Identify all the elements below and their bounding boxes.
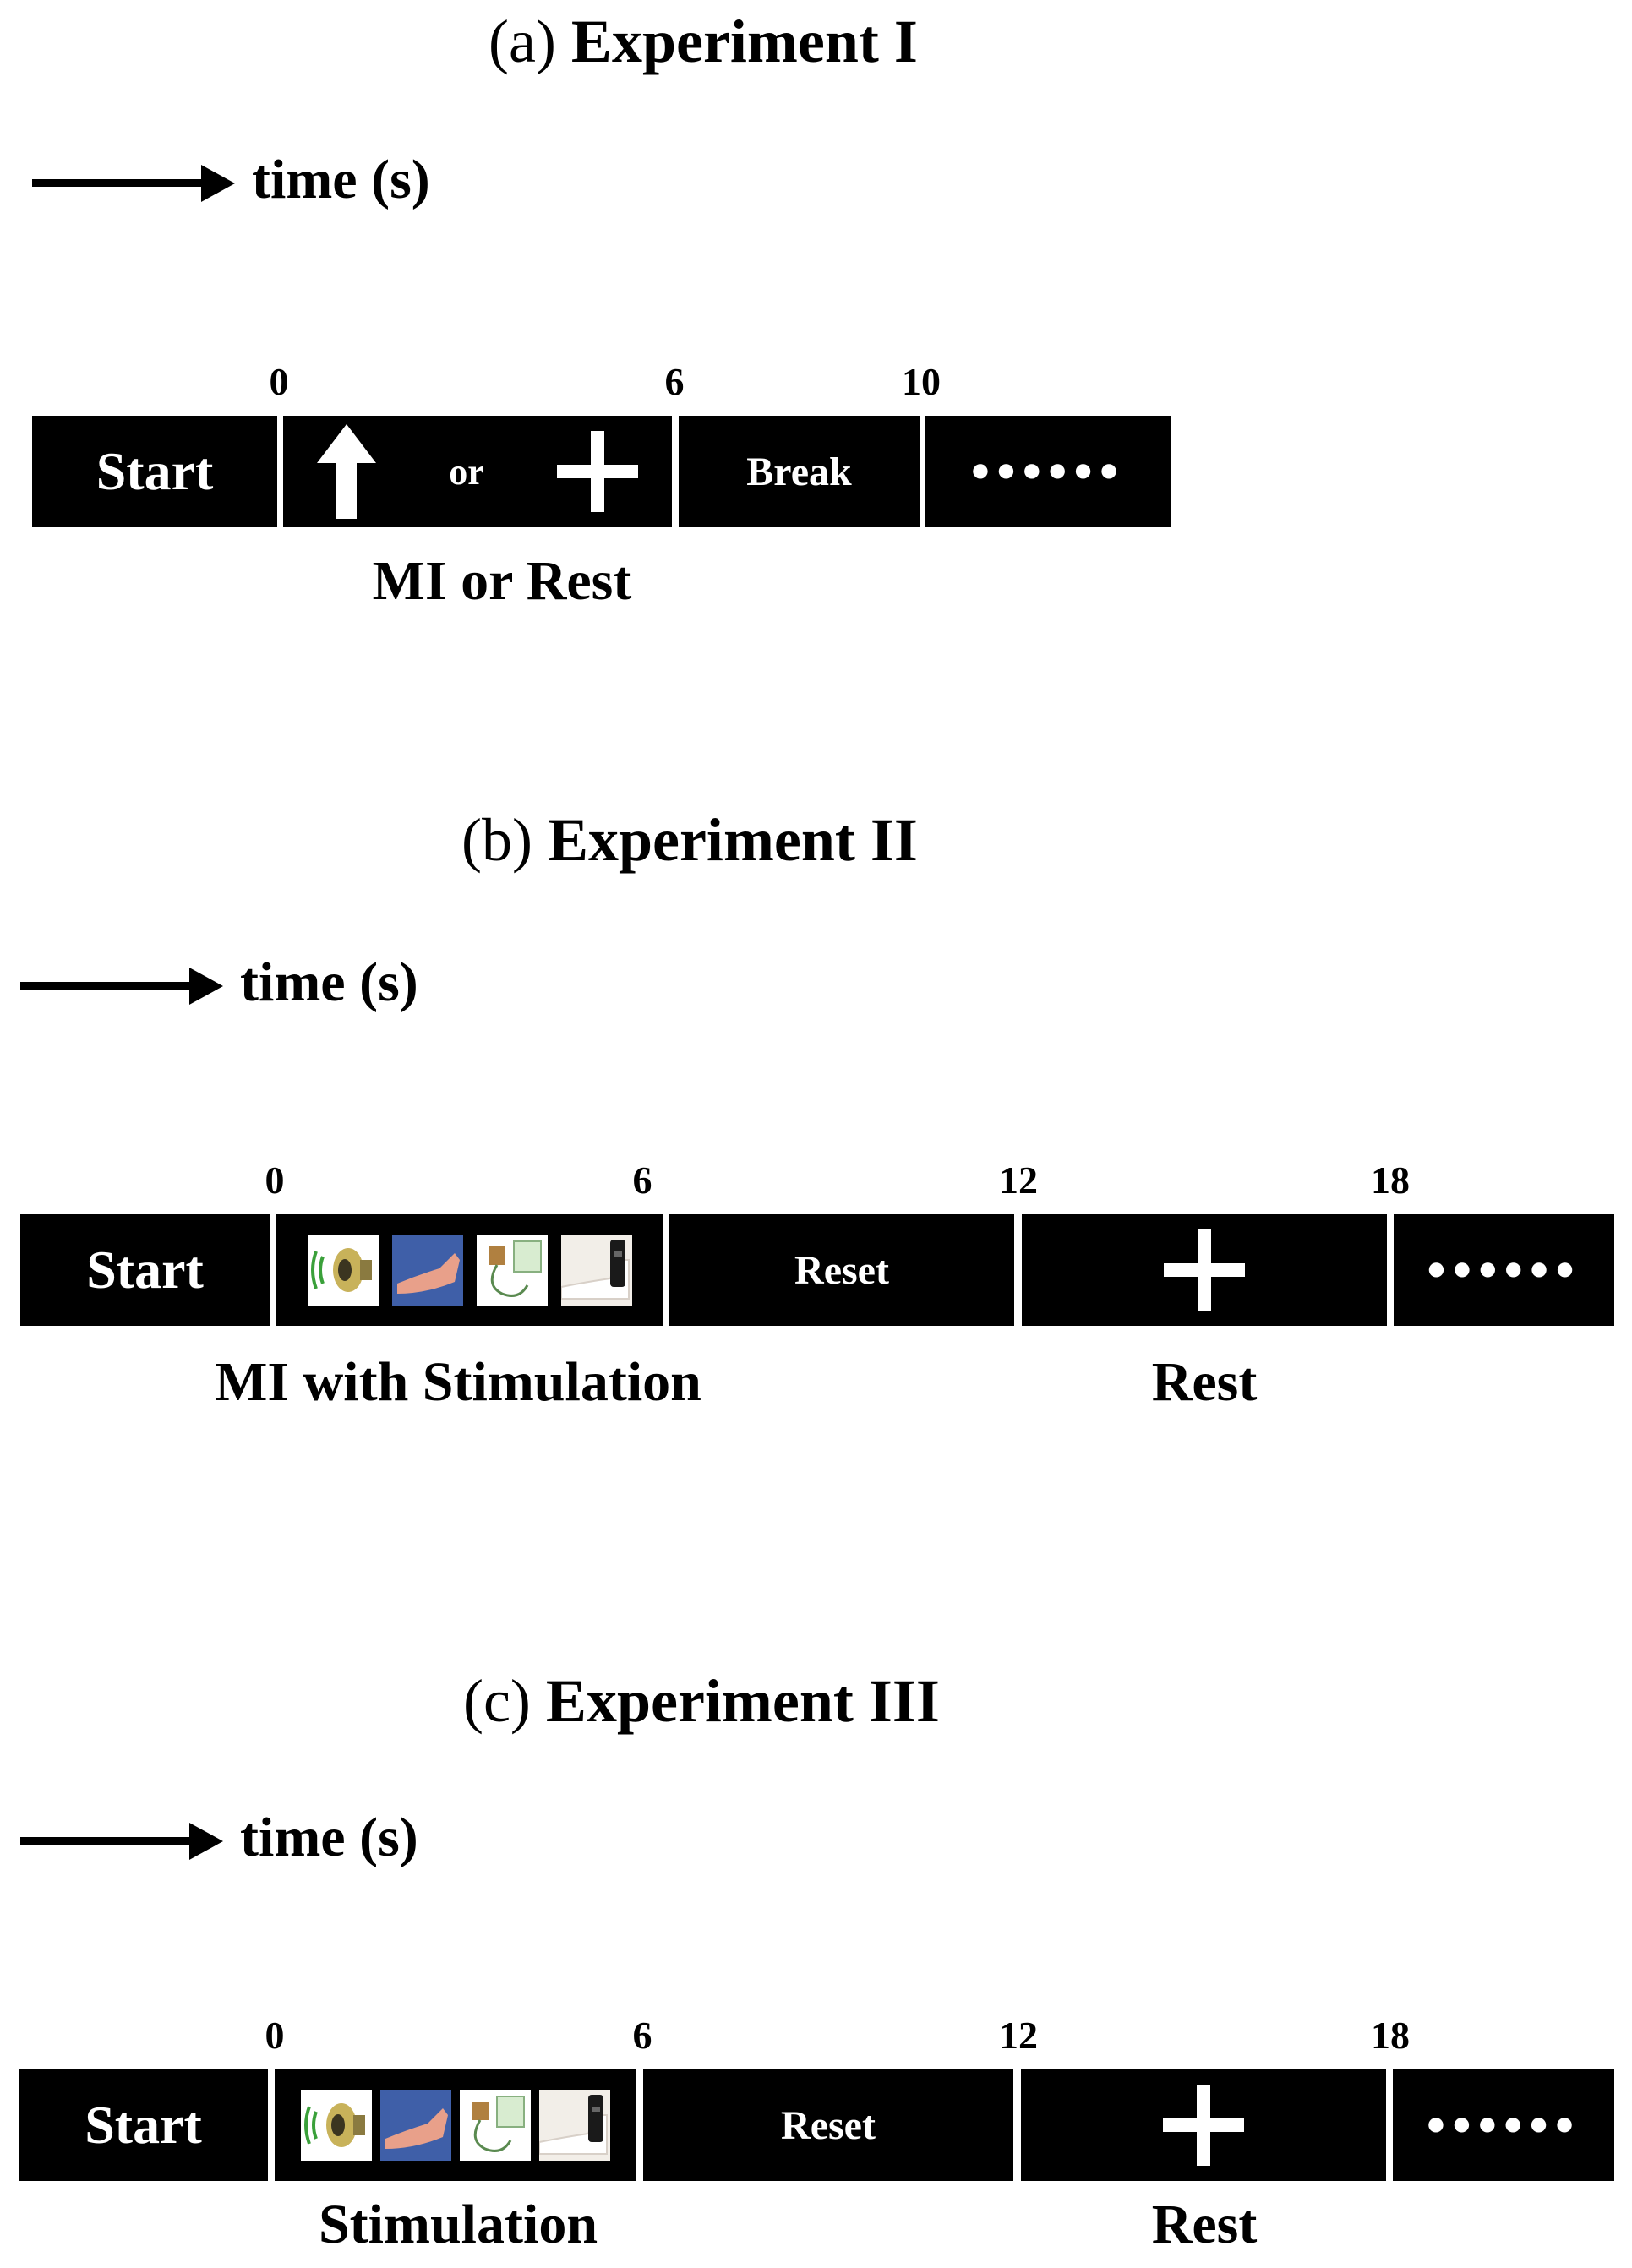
continuation-block: •••••• <box>1394 1214 1614 1326</box>
experiment2-heading: (b) Experiment II <box>461 805 918 875</box>
rest-block <box>1021 2069 1386 2181</box>
rest-block <box>1022 1214 1387 1326</box>
speaker-icon <box>307 1235 379 1306</box>
foot-icon <box>380 2090 451 2161</box>
tick-label: 0 <box>269 360 289 403</box>
experiment3-title: Experiment III <box>545 1667 940 1735</box>
break-label: Break <box>746 449 852 494</box>
time-arrow <box>32 165 235 202</box>
start-label: Start <box>85 2095 202 2155</box>
foot-icon <box>391 1235 463 1306</box>
tick-label: 0 <box>265 2014 285 2057</box>
tick-label: 6 <box>664 360 685 403</box>
time-arrow <box>20 968 223 1005</box>
tick-label: 18 <box>1371 1159 1410 1202</box>
tick-label: 0 <box>265 1159 285 1202</box>
phase-label: MI or Rest <box>372 550 632 612</box>
time-axis-label: time (s) <box>240 1807 418 1868</box>
time-axis-label: time (s) <box>240 951 418 1013</box>
reset-block: Reset <box>669 1214 1014 1326</box>
reset-label: Reset <box>781 2102 876 2148</box>
phase-label-rest: Rest <box>1151 1351 1258 1413</box>
stimulation-block <box>275 2069 636 2181</box>
start-block: Start <box>19 2069 268 2181</box>
experiment2-label: (b) <box>461 806 532 874</box>
experiment1-heading: (a) Experiment I <box>489 7 918 77</box>
tick-label: 10 <box>902 360 941 403</box>
reset-label: Reset <box>794 1247 889 1293</box>
experiment3-heading: (c) Experiment III <box>463 1666 940 1736</box>
tick-label: 12 <box>999 1159 1038 1202</box>
arrow-up-icon <box>317 424 376 519</box>
start-label: Start <box>96 441 214 501</box>
phase-label-mi-stimulation: MI with Stimulation <box>215 1351 701 1413</box>
start-block: Start <box>20 1214 270 1326</box>
experiment2-title: Experiment II <box>547 806 918 874</box>
tick-label: 18 <box>1371 2014 1410 2057</box>
start-block: Start <box>32 416 277 527</box>
tick-label: 6 <box>632 1159 652 1202</box>
continuation-block: •••••• <box>925 416 1171 527</box>
experiment1-label: (a) <box>489 8 556 75</box>
continuation-dots: •••••• <box>970 441 1126 501</box>
cross-icon <box>1164 1229 1245 1311</box>
time-arrow <box>20 1823 223 1860</box>
break-block: Break <box>679 416 920 527</box>
experiment3-label: (c) <box>463 1667 531 1735</box>
mi-or-rest-block: or <box>283 416 672 527</box>
start-label: Start <box>86 1240 204 1300</box>
stimulator-device-icon <box>476 1235 548 1306</box>
speaker-icon <box>301 2090 372 2161</box>
mi-stimulation-block <box>276 1214 663 1326</box>
time-axis-label: time (s) <box>252 149 430 210</box>
continuation-dots: •••••• <box>1427 1240 1581 1300</box>
or-label: or <box>449 450 484 493</box>
ankle-brace-icon <box>539 2090 610 2161</box>
stimulator-device-icon <box>460 2090 531 2161</box>
cross-icon <box>1163 2085 1244 2166</box>
experiment1-title: Experiment I <box>570 8 918 75</box>
tick-label: 6 <box>632 2014 652 2057</box>
continuation-block: •••••• <box>1393 2069 1614 2181</box>
ankle-brace-icon <box>560 1235 632 1306</box>
cross-icon <box>557 431 638 512</box>
phase-label-stimulation: Stimulation <box>318 2194 598 2255</box>
reset-block: Reset <box>643 2069 1013 2181</box>
phase-label-rest: Rest <box>1151 2194 1258 2255</box>
continuation-dots: •••••• <box>1426 2095 1581 2155</box>
tick-label: 12 <box>999 2014 1038 2057</box>
